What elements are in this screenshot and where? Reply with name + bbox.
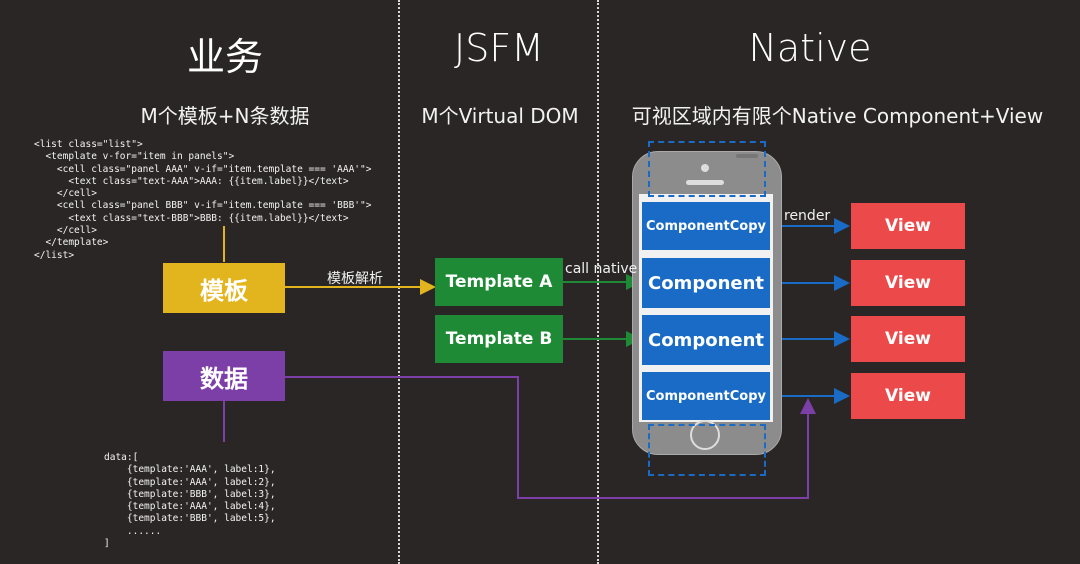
template-code: <list class="list"> <template v-for="ite… <box>34 139 372 261</box>
offscreen-top-area <box>648 141 766 197</box>
jsfm-subtitle: M个Virtual DOM <box>421 104 579 128</box>
view-2: View <box>851 260 965 306</box>
phone-home-button <box>690 420 720 450</box>
business-title: 业务 <box>186 35 263 79</box>
template-box: 模板 <box>163 263 285 313</box>
component-3: Component <box>642 315 770 365</box>
phone-speaker <box>686 180 724 185</box>
data-path-arrow <box>285 376 816 499</box>
template-b-box: Template B <box>435 315 563 363</box>
data-code: data:[ {template:'AAA', label:1}, {templ… <box>104 452 276 550</box>
native-title: Native <box>748 26 872 70</box>
jsfm-title: JSFM <box>454 26 544 70</box>
data-box: 数据 <box>163 351 285 401</box>
component-4: ComponentCopy <box>642 372 770 420</box>
component-1: ComponentCopy <box>642 202 770 250</box>
component-2: Component <box>642 258 770 308</box>
view-1: View <box>851 203 965 249</box>
offscreen-bottom-area <box>648 424 766 476</box>
native-subtitle: 可视区域内有限个Native Component+View <box>631 104 1044 128</box>
business-subtitle: M个模板+N条数据 <box>140 104 310 128</box>
template-a-box: Template A <box>435 258 563 306</box>
render-label: render <box>784 208 831 224</box>
call-native-label: call native <box>565 261 638 277</box>
phone-camera <box>701 164 709 172</box>
phone-sensor <box>736 154 758 158</box>
divider-business-jsfm <box>398 0 400 564</box>
view-3: View <box>851 316 965 362</box>
view-4: View <box>851 373 965 419</box>
parse-label: 模板解析 <box>327 271 383 287</box>
